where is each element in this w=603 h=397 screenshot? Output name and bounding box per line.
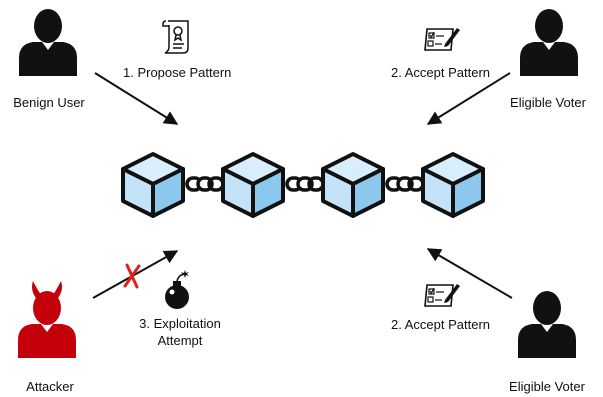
benign-user-label: Benign User xyxy=(13,95,85,110)
chain-link-icon xyxy=(285,176,325,192)
arrow-propose xyxy=(94,72,179,125)
eligible-voter-bottom-label: Eligible Voter xyxy=(509,379,585,394)
blockchain-block-icon xyxy=(121,152,185,218)
arrow-accept-top xyxy=(426,72,511,125)
ballot-icon-top xyxy=(424,27,461,51)
arrow-exploit xyxy=(92,250,179,299)
cross-icon xyxy=(123,263,141,289)
blockchain-block-icon xyxy=(421,152,485,218)
blockchain-block-icon xyxy=(321,152,385,218)
eligible-voter-top-icon xyxy=(520,9,578,76)
step-accept-bottom-label: 2. Accept Pattern xyxy=(391,317,491,332)
blockchain-block-icon xyxy=(221,152,285,218)
step-accept-top-label: 2. Accept Pattern xyxy=(391,65,491,80)
arrow-accept-bottom xyxy=(426,248,513,299)
attacker-devil-icon xyxy=(18,281,76,358)
bomb-icon xyxy=(165,270,189,309)
eligible-voter-top-label: Eligible Voter xyxy=(510,95,586,110)
benign-user-icon xyxy=(19,9,77,76)
attacker-label: Attacker xyxy=(26,379,74,394)
step-propose-label: 1. Propose Pattern xyxy=(123,65,232,80)
document-icon xyxy=(162,20,189,54)
chain-link-icon xyxy=(185,176,225,192)
step-exploit-label-line1: 3. Exploitation xyxy=(139,316,221,331)
chain-link-icon xyxy=(385,176,425,192)
eligible-voter-bottom-icon xyxy=(518,291,576,358)
step-exploit-label-line2: Attempt xyxy=(157,333,203,348)
ballot-icon-bottom xyxy=(424,283,461,307)
